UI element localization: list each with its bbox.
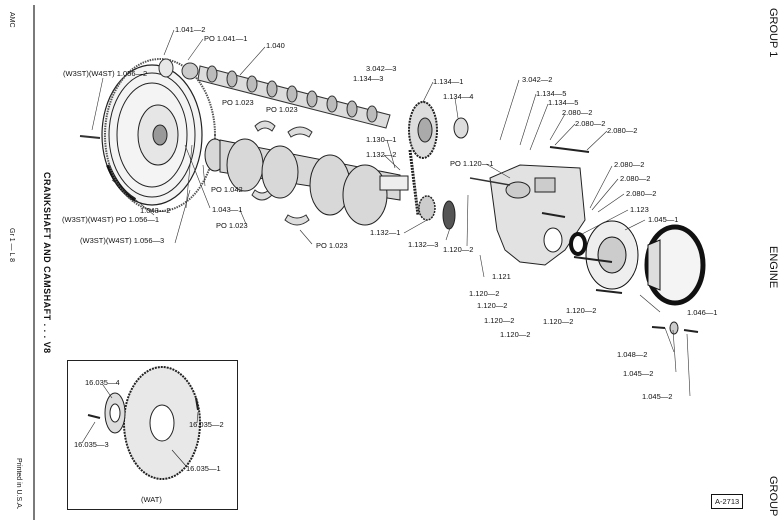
part-label: 1.132—2 (366, 150, 397, 159)
part-label: 1.045—1 (648, 215, 679, 224)
part-label: 1.120—2 (484, 316, 515, 325)
part-label: 1.132—1 (370, 228, 401, 237)
part-label: PO 1.023 (266, 105, 298, 114)
part-label: 1.045—2 (623, 369, 654, 378)
part-label: 1.043—2 (140, 206, 171, 215)
part-label: 1.134—5 (536, 89, 567, 98)
bolts-drawing (541, 146, 699, 335)
part-label: 2.080—2 (575, 119, 606, 128)
part-label: PO 1.023 (216, 221, 248, 230)
part-label: 3.042—3 (366, 64, 397, 73)
bolt-drawing (79, 135, 101, 139)
ring-gear-drawing (104, 58, 216, 212)
part-label: 1.134—4 (443, 92, 474, 101)
part-label: 1.043—1 (212, 205, 243, 214)
part-label: 1.123 (630, 205, 649, 214)
bearing-shells-drawing (251, 120, 313, 226)
part-label: 1.132—3 (408, 240, 439, 249)
part-label: 2.080—2 (620, 174, 651, 183)
part-label: 2.080—2 (607, 126, 638, 135)
part-label: 1.134—3 (353, 74, 384, 83)
part-label: PO 1.023 (222, 98, 254, 107)
group-top-label: GROUP 1 (767, 8, 779, 58)
crankshaft-drawing (204, 138, 409, 226)
inset-part-label: 16.035—4 (85, 378, 120, 387)
inset-part-label: 16.035—2 (189, 420, 224, 429)
part-label: (W3ST)(W4ST) PO 1.056—1 (62, 215, 160, 224)
section-title: CRANKSHAFT AND CAMSHAFT . . . V8 (42, 172, 52, 354)
pin-drawing (469, 177, 511, 186)
part-label: 1.121 (492, 272, 511, 281)
part-label: 1.041—2 (175, 25, 206, 34)
part-label: 1.046—1 (687, 308, 718, 317)
part-label: 1.045—2 (642, 392, 673, 401)
part-label: 1.040 (266, 41, 285, 50)
part-label: 1.120—2 (443, 245, 474, 254)
inset-caption: (WAT) (141, 495, 162, 504)
part-label: 1.120—2 (477, 301, 508, 310)
part-label: 1.120—2 (500, 330, 531, 339)
part-label: PO 1.120—1 (450, 159, 494, 168)
part-label: 2.080—2 (614, 160, 645, 169)
figure-number: A-2713 (711, 494, 744, 509)
flexplate-drawing (81, 366, 201, 480)
leader-lines (91, 29, 691, 397)
flywheel-drawing (101, 64, 203, 206)
part-label: (W3ST)(W4ST) 1.056—3 (80, 236, 165, 245)
part-label: 1.130—1 (366, 135, 397, 144)
timing-cover-drawing (489, 164, 586, 266)
group-bottom-label: GROUP (767, 476, 779, 517)
part-label: (W3ST)(W4ST) 1.056—2 (63, 69, 148, 78)
page-ref: Gr 1 — L 8 (8, 228, 15, 262)
part-label: PO 1.023 (316, 241, 348, 250)
part-label: 2.080—2 (562, 108, 593, 117)
part-label: 1.134—1 (433, 77, 464, 86)
part-label: 3.042—2 (522, 75, 553, 84)
part-label: 1.048—2 (617, 350, 648, 359)
inset-part-label: 16.035—1 (186, 464, 221, 473)
publisher-label: AMC (8, 12, 15, 28)
timing-set-drawing (408, 101, 469, 230)
part-label: 1.120—2 (543, 317, 574, 326)
part-label: 1.120—2 (469, 289, 500, 298)
part-label: 1.120—2 (566, 306, 597, 315)
inset-part-label: 16.035—3 (74, 440, 109, 449)
printed-label: Printed in U.S.A. (15, 458, 22, 510)
part-label: 2.080—2 (626, 189, 657, 198)
part-label: PO 1.041—1 (204, 34, 248, 43)
damper-pulley-drawing (569, 220, 706, 306)
part-label: PO 1.042 (211, 185, 243, 194)
camshaft-drawing (158, 58, 391, 129)
inset-box (67, 360, 238, 510)
part-label: 1.134—5 (548, 98, 579, 107)
category-label: ENGINE (767, 246, 779, 289)
